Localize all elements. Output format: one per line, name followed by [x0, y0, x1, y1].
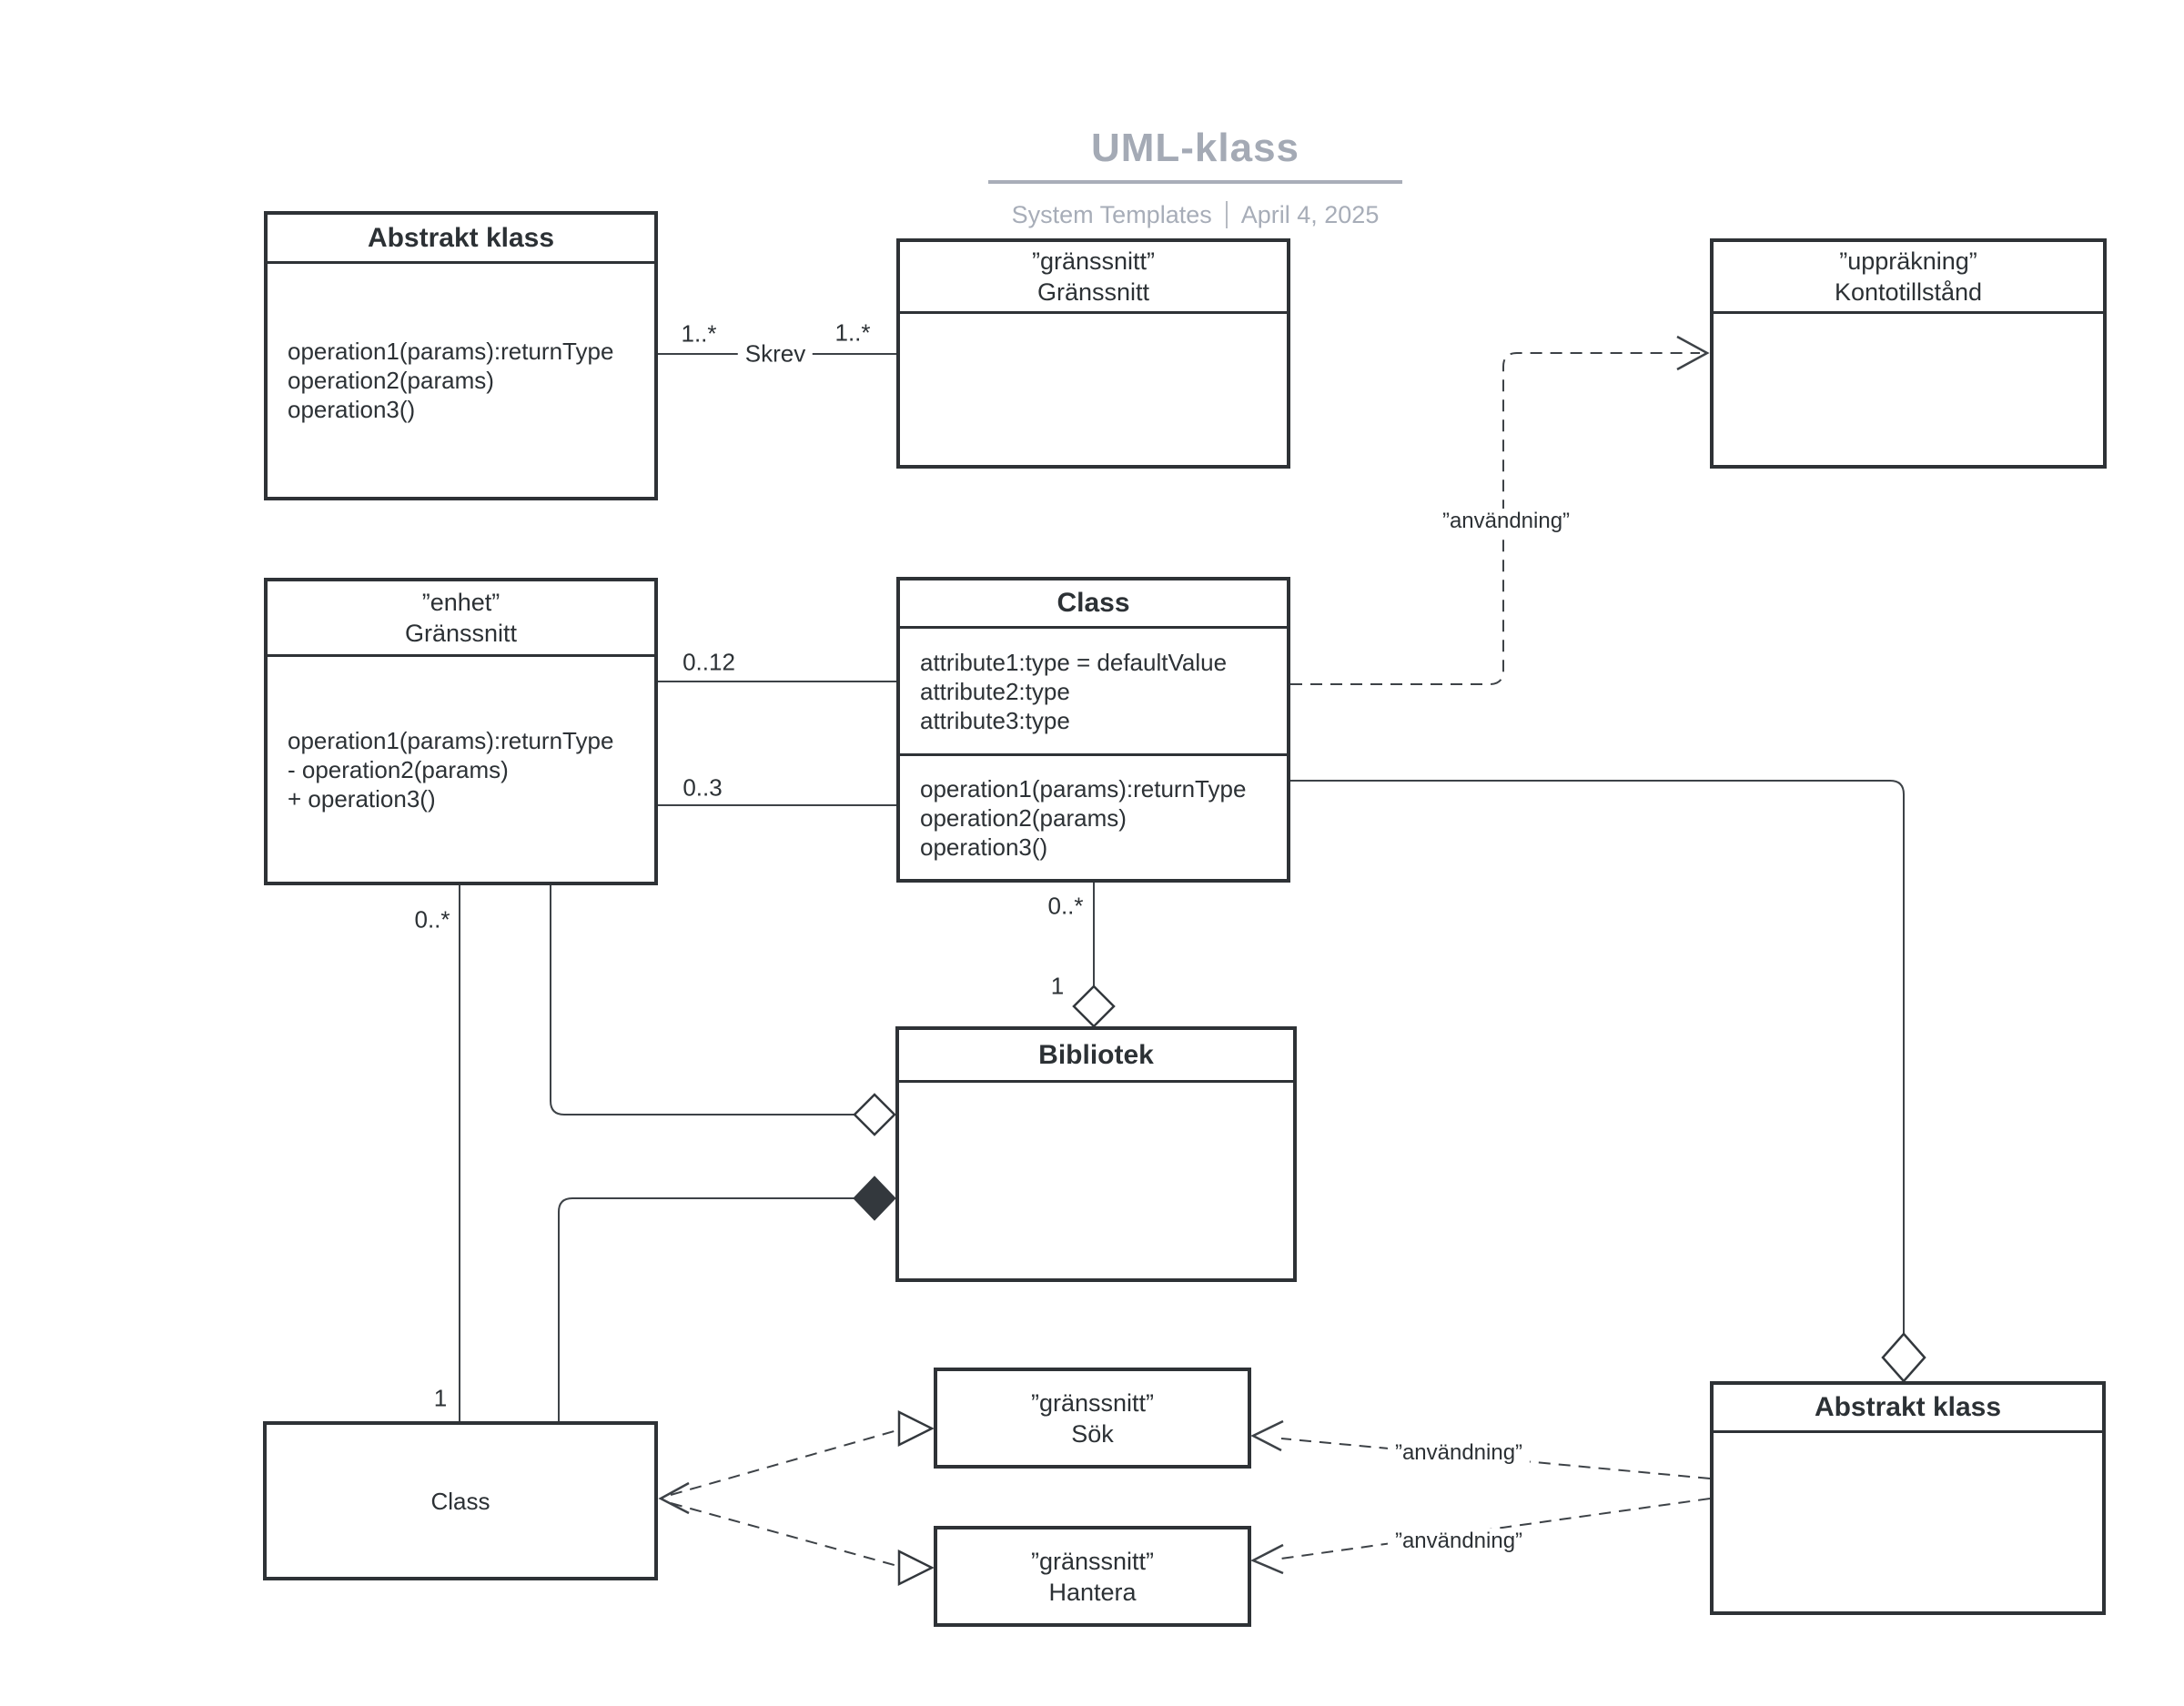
subtitle-date: April 4, 2025: [1240, 200, 1380, 228]
empty-compartment: [1714, 314, 2103, 465]
class-title: ”uppräkning” Kontotillstånd: [1714, 242, 2103, 314]
enum-box-kontotillstand[interactable]: ”uppräkning” Kontotillstånd: [1710, 238, 2107, 469]
operation-item: operation1(params):returnType: [288, 726, 614, 754]
attribute-item: attribute3:type: [920, 706, 1070, 734]
class-box-bibliotek[interactable]: Bibliotek: [895, 1026, 1297, 1282]
dependency-abstract-hantera[interactable]: [1250, 1498, 1711, 1575]
class-title: Abstrakt klass: [1714, 1385, 2102, 1433]
class-box-abstrakt-klass-top[interactable]: Abstrakt klass operation1(params):return…: [264, 211, 658, 500]
class-name: Kontotillstånd: [1834, 278, 1983, 306]
association-name-label: Skrev: [737, 339, 814, 368]
class-box-abstrakt-klass-bottom[interactable]: Abstrakt klass: [1710, 1381, 2106, 1615]
operations-compartment: operation1(params):returnType - operatio…: [268, 657, 654, 882]
multiplicity-label: 1..*: [681, 319, 717, 348]
page-subtitle: System Templates April 4, 2025: [897, 197, 1493, 233]
class-title: ”enhet” Gränssnitt: [268, 581, 654, 657]
subtitle-divider: [1225, 201, 1228, 228]
class-title: Class: [900, 580, 1287, 629]
operation-item: operation1(params):returnType: [288, 338, 614, 365]
realization-triangle-icon: [897, 1549, 935, 1587]
empty-compartment: [900, 314, 1287, 465]
class-title: Abstrakt klass: [268, 215, 654, 264]
class-name: Hantera: [1048, 1578, 1137, 1606]
dependency-arrowhead-icon: [1250, 1543, 1284, 1575]
class-title: ”gränssnitt” Hantera: [937, 1529, 1248, 1623]
class-box-class-mid[interactable]: Class attribute1:type = defaultValue att…: [896, 577, 1290, 883]
title-underline: [988, 180, 1402, 184]
dependency-abstract-sok[interactable]: [1250, 1419, 1711, 1479]
page-title: UML-klass: [1090, 126, 1300, 170]
aggregation-class-abstract-bottom[interactable]: [1290, 780, 1926, 1383]
usage-stereotype-label: ”användning”: [1434, 509, 1578, 534]
composition-class-bottom-bibliotek[interactable]: [558, 1176, 896, 1421]
realization-class-sok[interactable]: [658, 1409, 935, 1515]
class-name: Gränssnitt: [1036, 278, 1150, 306]
multiplicity-label: 0..12: [682, 648, 735, 676]
composition-diamond-icon: [853, 1176, 896, 1221]
usage-stereotype-label: ”användning”: [1387, 1440, 1531, 1466]
realization-triangle-icon: [897, 1409, 935, 1448]
stereotype-label: ”gränssnitt”: [1030, 1547, 1155, 1575]
operation-item: - operation2(params): [288, 755, 509, 783]
dependency-anvandning-enum[interactable]: [1290, 335, 1710, 685]
multiplicity-label: 0..3: [682, 773, 723, 802]
aggregation-diamond-icon: [853, 1093, 896, 1136]
multiplicity-label: 0..*: [414, 905, 450, 934]
multiplicity-label: 0..*: [1047, 892, 1084, 920]
operation-item: operation3(): [920, 833, 1048, 861]
multiplicity-label: 1..*: [834, 318, 871, 347]
empty-compartment: [1714, 1433, 2102, 1611]
stereotype-label: ”enhet”: [421, 589, 500, 616]
class-title: ”gränssnitt” Gränssnitt: [900, 242, 1287, 314]
operation-item: operation2(params): [920, 803, 1127, 832]
stereotype-label: ”gränssnitt”: [1031, 247, 1156, 275]
attributes-compartment: attribute1:type = defaultValue attribute…: [900, 629, 1287, 756]
operation-item: + operation3(): [288, 784, 436, 813]
class-name: Class: [430, 1487, 490, 1515]
multiplicity-label: 1: [433, 1384, 448, 1412]
operations-compartment: operation1(params):returnType operation2…: [268, 264, 654, 497]
aggregation-enhet-bibliotek[interactable]: [550, 885, 896, 1136]
aggregation-diamond-icon: [1881, 1332, 1926, 1383]
stereotype-label: ”gränssnitt”: [1030, 1388, 1155, 1417]
open-arrowhead-icon: [658, 1481, 690, 1515]
attribute-item: attribute2:type: [920, 677, 1070, 705]
usage-stereotype-label: ”användning”: [1387, 1529, 1531, 1554]
class-name: Sök: [1071, 1419, 1114, 1448]
multiplicity-label: 1: [1050, 972, 1065, 1000]
entity-box-granssnitt-left[interactable]: ”enhet” Gränssnitt operation1(params):re…: [264, 578, 658, 885]
subtitle-source: System Templates: [1011, 200, 1212, 228]
attribute-item: attribute1:type = defaultValue: [920, 648, 1228, 676]
dependency-arrowhead-icon: [1250, 1419, 1284, 1452]
operation-item: operation2(params): [288, 367, 494, 394]
operation-item: operation3(): [288, 396, 416, 423]
class-box-class-bottom[interactable]: Class: [263, 1421, 658, 1580]
dependency-arrowhead-icon: [1676, 335, 1710, 371]
interface-box-sok[interactable]: ”gränssnitt” Sök: [934, 1368, 1251, 1469]
operations-compartment: operation1(params):returnType operation2…: [900, 756, 1287, 879]
interface-box-hantera[interactable]: ”gränssnitt” Hantera: [934, 1526, 1251, 1627]
stereotype-label: ”uppräkning”: [1839, 247, 1977, 275]
class-name: Gränssnitt: [404, 620, 518, 647]
operation-item: operation1(params):returnType: [920, 774, 1247, 803]
class-title: ”gränssnitt” Sök: [937, 1371, 1248, 1465]
interface-box-granssnitt-top[interactable]: ”gränssnitt” Gränssnitt: [896, 238, 1290, 469]
aggregation-diamond-icon: [1072, 984, 1116, 1028]
realization-class-hantera[interactable]: [670, 1502, 935, 1587]
class-title: Bibliotek: [899, 1030, 1293, 1083]
empty-compartment: [899, 1083, 1293, 1278]
